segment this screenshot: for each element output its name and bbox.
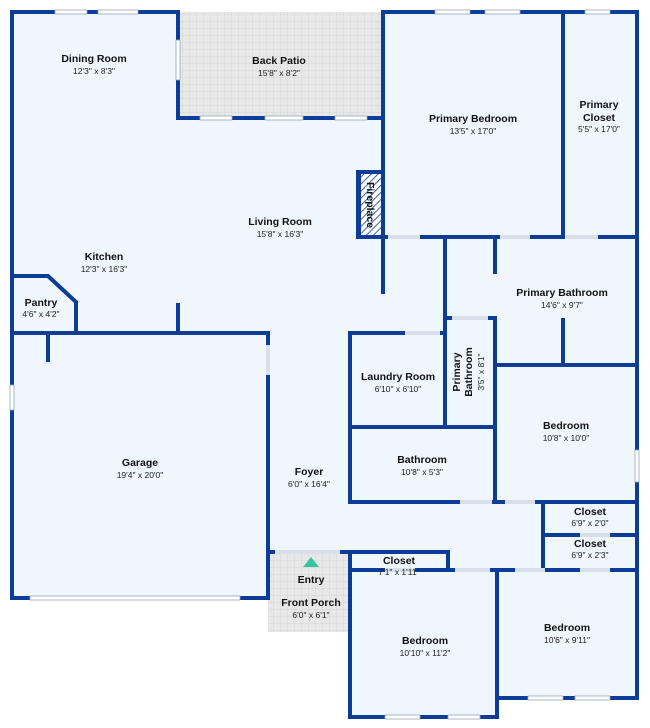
bedroom-right-dim: 10'8" x 10'0" (543, 433, 590, 443)
primary-closet-dim: 5'5" x 17'0" (578, 124, 620, 134)
primary-closet-name-1: Primary (579, 99, 618, 111)
front-porch-dim: 6'0" x 6'1" (292, 610, 329, 620)
entry-label: Entry (298, 574, 325, 586)
closet-b-dim: 6'9" x 2'3" (571, 550, 608, 560)
bathroom-name: Bathroom (397, 454, 447, 466)
primary-closet-name-2: Closet (583, 112, 616, 124)
garage-dim: 19'4" x 20'0" (117, 470, 164, 480)
bedroom-bottom-right-dim: 10'6" x 9'11" (544, 635, 590, 645)
primary-bedroom-name: Primary Bedroom (429, 113, 517, 125)
foyer-dim: 6'0" x 16'4" (288, 479, 330, 489)
primary-bathroom-name: Primary Bathroom (516, 287, 608, 299)
laundry-room-dim: 6'10" x 6'10" (375, 384, 422, 394)
back-patio-surface (178, 12, 383, 118)
kitchen-name: Kitchen (85, 251, 124, 263)
walls (10, 10, 639, 719)
dining-room-dim: 12'3" x 8'3" (73, 66, 115, 76)
bedroom-bottom-mid-name: Bedroom (402, 635, 448, 647)
back-patio-name: Back Patio (252, 55, 306, 67)
laundry-room-name: Laundry Room (361, 371, 435, 383)
bedroom-right-name: Bedroom (543, 420, 589, 432)
windows (9, 9, 640, 720)
living-room-dim: 15'8" x 16'3" (257, 229, 304, 239)
closet-a-name: Closet (574, 506, 607, 518)
garage-name: Garage (122, 457, 158, 469)
primary-bathroom-small-name-2: Bathroom (463, 347, 475, 397)
dining-room-name: Dining Room (61, 53, 126, 65)
bedroom-bottom-right-name: Bedroom (544, 622, 590, 634)
primary-bathroom-dim: 14'6" x 9'7" (541, 300, 583, 310)
kitchen-dim: 12'3" x 16'3" (81, 264, 128, 274)
primary-bathroom-small-dim: 3'5" x 8'1" (476, 353, 486, 390)
primary-bathroom-small-name-1: Primary (451, 352, 463, 391)
foyer-name: Foyer (295, 466, 324, 478)
bathroom-dim: 10'8" x 5'3" (401, 467, 443, 477)
fireplace-label: Fireplace (364, 182, 376, 228)
primary-bedroom-dim: 13'5" x 17'0" (450, 126, 497, 136)
living-room-name: Living Room (248, 216, 312, 228)
floor-fill (12, 12, 637, 717)
front-porch-name: Front Porch (281, 597, 341, 609)
closet-c-name: Closet (383, 555, 416, 567)
pantry-dim: 4'6" x 4'2" (22, 309, 59, 319)
closet-b-name: Closet (574, 538, 607, 550)
door-openings (266, 235, 610, 572)
bedroom-bottom-mid-dim: 10'10" x 11'2" (400, 648, 451, 658)
pantry-name: Pantry (25, 297, 58, 309)
closet-a-dim: 6'9" x 2'0" (571, 518, 608, 528)
back-patio-dim: 15'8" x 8'2" (258, 68, 300, 78)
closet-c-dim: 7'1" x 1'11" (378, 567, 419, 577)
room-labels: Dining Room 12'3" x 8'3" Back Patio 15'8… (22, 53, 620, 658)
entry-arrow-icon (303, 557, 319, 567)
